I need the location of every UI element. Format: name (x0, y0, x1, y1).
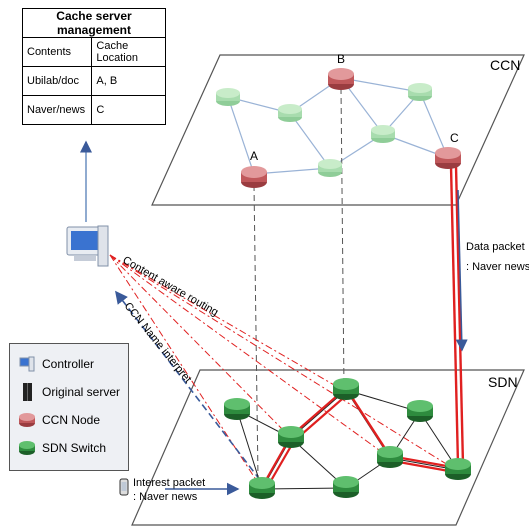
ccn-node-faded (371, 125, 395, 143)
content-aware-routing-lines (109, 254, 457, 490)
legend-item: CCN Node (18, 410, 100, 430)
legend-item: Controller (18, 354, 94, 374)
table-cell: C (91, 95, 166, 125)
controller-icon (66, 225, 109, 267)
table-cell: Ubilab/doc (21, 66, 93, 96)
table-cell: Naver/news (21, 95, 93, 125)
table-row: Ubilab/doc A, B (21, 66, 166, 96)
ccn-node-faded (278, 104, 302, 122)
sdn-switch (333, 476, 359, 498)
cache-table-header: Contents (21, 37, 93, 67)
legend-label: Controller (42, 357, 95, 371)
server-icon (18, 383, 36, 401)
legend-label: CCN Node (42, 413, 101, 427)
node-c-label: C (450, 131, 459, 145)
legend-label: SDN Switch (42, 441, 107, 455)
interest-packet-label-2: : Naver news (133, 491, 198, 503)
interest-packet-label-1: Interest packet (133, 477, 205, 489)
projection-lines (253, 87, 345, 479)
phone-icon (119, 478, 129, 496)
legend-item: SDN Switch (18, 438, 106, 458)
legend: Controller Original server CCN Node SDN … (9, 343, 129, 471)
ccn-node-a (241, 166, 267, 188)
node-a-label: A (250, 149, 258, 163)
cache-table-title: Cache server management (22, 8, 166, 38)
sdn-switch (224, 398, 250, 420)
ccn-plane-label: CCN (490, 57, 520, 73)
ccn-node-c (435, 147, 461, 169)
cache-table: Cache server management Contents Cache L… (21, 8, 166, 125)
ccn-node-b (328, 68, 354, 90)
data-packet-label-1: Data packet (466, 241, 525, 253)
sdn-switch (333, 378, 359, 400)
controller-icon (18, 355, 36, 373)
legend-label: Original server (42, 385, 121, 399)
sdn-switch (377, 446, 403, 468)
ccn-node-faded (216, 88, 240, 106)
sdn-switch (249, 477, 275, 499)
table-row: Naver/news C (21, 95, 166, 125)
ccn-node-faded (408, 83, 432, 101)
red-vertical-path (449, 165, 465, 466)
ccn-name-interpret-label: CCN Name interpret (122, 300, 194, 385)
sdn-switch (278, 426, 304, 448)
cache-table-header: Cache Location (91, 37, 166, 67)
sdn-plane-label: SDN (488, 374, 518, 390)
ccn-nodes (216, 68, 461, 188)
ccn-node-faded (318, 159, 342, 177)
ccn-node-icon (18, 411, 36, 429)
node-b-label: B (337, 52, 345, 66)
ccn-name-interpret-arrow (115, 290, 261, 481)
sdn-switch-icon (18, 439, 36, 457)
data-packet-arrow (455, 189, 468, 352)
data-packet-label-2: : Naver news (466, 261, 529, 273)
legend-item: Original server (18, 382, 120, 402)
sdn-switch (407, 400, 433, 422)
table-cell: A, B (91, 66, 166, 96)
sdn-switches (224, 378, 471, 499)
sdn-switch (445, 458, 471, 480)
